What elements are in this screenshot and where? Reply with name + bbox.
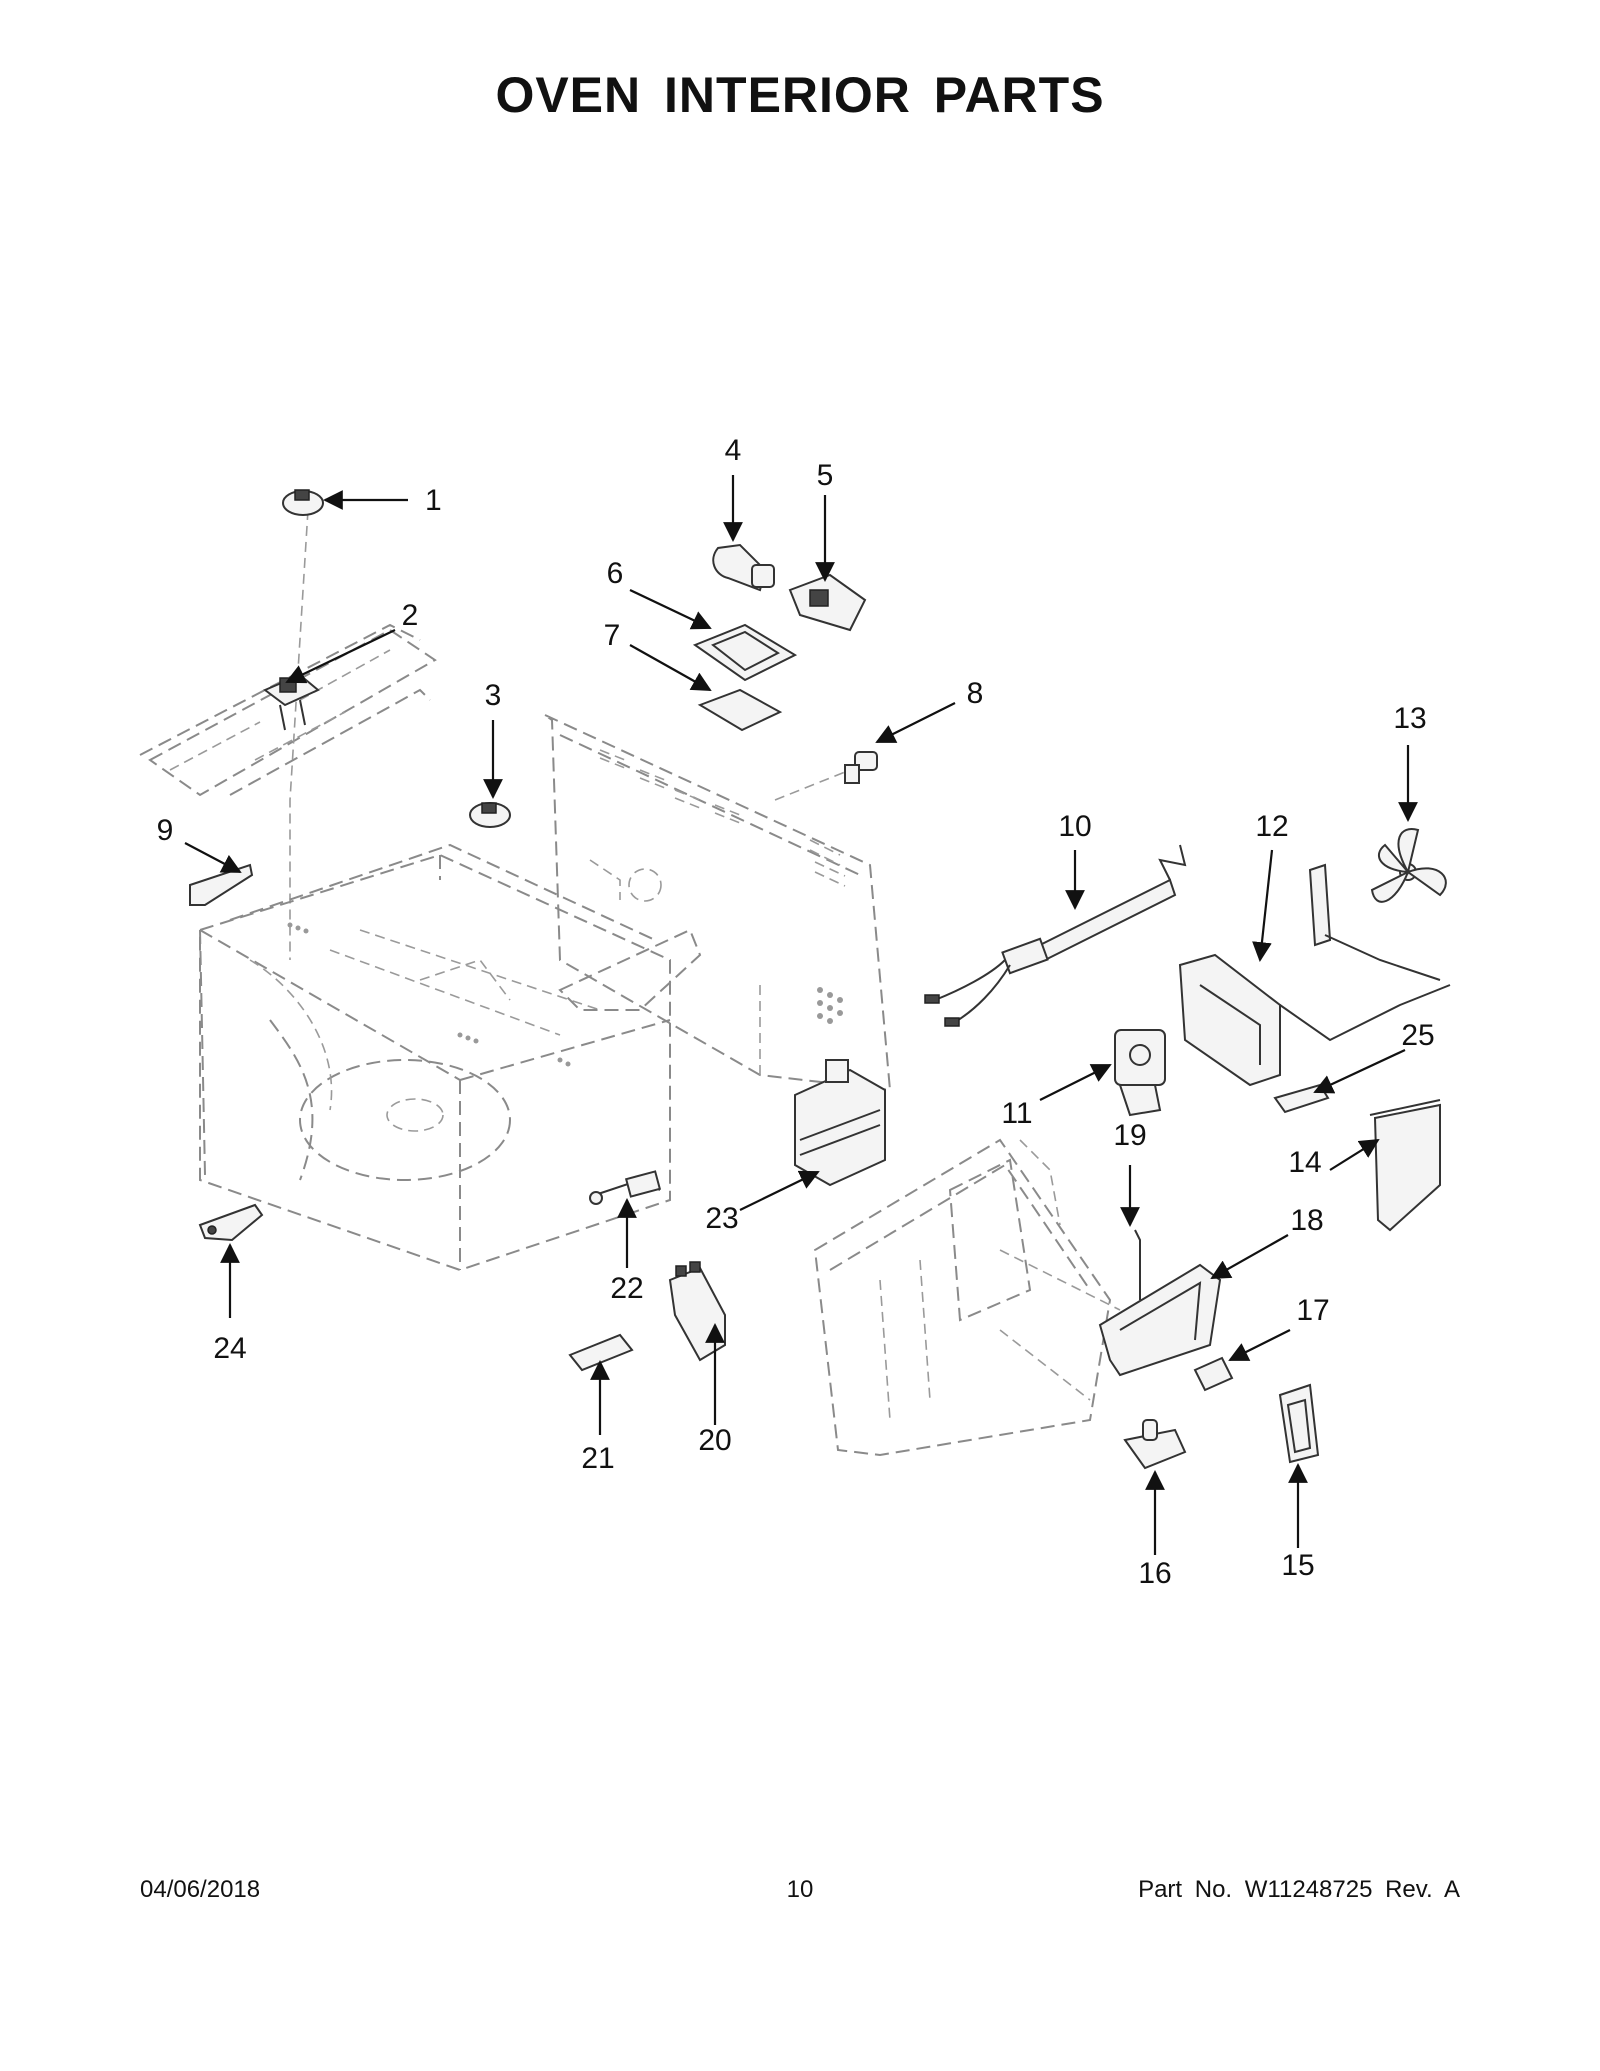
part-2-fuse-holder: [263, 673, 320, 731]
callout-6: 6: [607, 557, 624, 590]
callout-23: 23: [705, 1202, 738, 1235]
callout-22: 22: [610, 1272, 643, 1305]
callout-16: 16: [1138, 1557, 1171, 1590]
footer-part-number: Part No. W11248725 Rev. A: [1138, 1876, 1460, 1903]
part-19-switch-lever: [1134, 1229, 1141, 1300]
part-12-air-duct: [1178, 863, 1451, 1087]
part-17-micro-switch: [1193, 1356, 1234, 1392]
callout-12: 12: [1255, 810, 1288, 843]
part-24-hinge: [198, 1203, 264, 1242]
callout-1: 1: [425, 484, 442, 517]
part-15-switch-housing: [1278, 1383, 1320, 1464]
callout-25: 25: [1401, 1019, 1434, 1052]
callout-20: 20: [698, 1424, 731, 1457]
part-16-door-switch: [1123, 1419, 1187, 1470]
part-1-thermal-fuse: [282, 489, 324, 516]
callout-9: 9: [157, 814, 174, 847]
callout-labels: 1 2 3 4 5 6 7 8 9 10 11 12 13 14 15 16 1…: [157, 434, 1435, 1590]
footer-date: 04/06/2018: [140, 1876, 261, 1903]
part-14-cover-panel: [1369, 1099, 1441, 1232]
part-3-thermostat: [469, 802, 511, 828]
callout-10: 10: [1058, 810, 1091, 843]
footer-page-number: 10: [786, 1876, 814, 1903]
page-title: OVEN INTERIOR PARTS: [495, 67, 1105, 123]
part-8-screw: [844, 751, 878, 784]
control-panel-drawing: [813, 1138, 1121, 1457]
part-9-bracket: [189, 863, 254, 906]
part-6-lens-gasket: [692, 623, 798, 682]
part-20-capacitor: [668, 1261, 726, 1362]
part-18-switch-bracket: [1098, 1263, 1222, 1377]
callout-18: 18: [1290, 1204, 1323, 1237]
part-11-stirrer-motor: [1114, 1029, 1166, 1117]
callout-3: 3: [485, 679, 502, 712]
callout-21: 21: [581, 1442, 614, 1475]
callout-15: 15: [1281, 1549, 1314, 1582]
callout-arrows: [184, 475, 1418, 1555]
part-7-light-lens: [697, 688, 783, 732]
callout-4: 4: [725, 434, 742, 467]
oven-cavity-drawing: [139, 509, 892, 1272]
part-10-wire-harness: [924, 844, 1187, 1027]
callout-2: 2: [402, 599, 419, 632]
part-21-diode-bracket: [568, 1333, 634, 1372]
callout-8: 8: [967, 677, 984, 710]
part-4-light-bulb: [712, 543, 775, 592]
callout-19: 19: [1113, 1119, 1146, 1152]
callout-13: 13: [1393, 702, 1426, 735]
callout-7: 7: [604, 619, 621, 652]
callout-5: 5: [817, 459, 834, 492]
part-13-fan-blade: [1370, 828, 1447, 903]
callout-11: 11: [1001, 1097, 1032, 1130]
part-5-lamp-socket: [788, 573, 867, 632]
part-23-magnetron: [794, 1059, 886, 1187]
callout-17: 17: [1296, 1294, 1329, 1327]
part-22-diode: [589, 1170, 662, 1205]
callout-14: 14: [1288, 1146, 1321, 1179]
callout-24: 24: [213, 1332, 246, 1365]
